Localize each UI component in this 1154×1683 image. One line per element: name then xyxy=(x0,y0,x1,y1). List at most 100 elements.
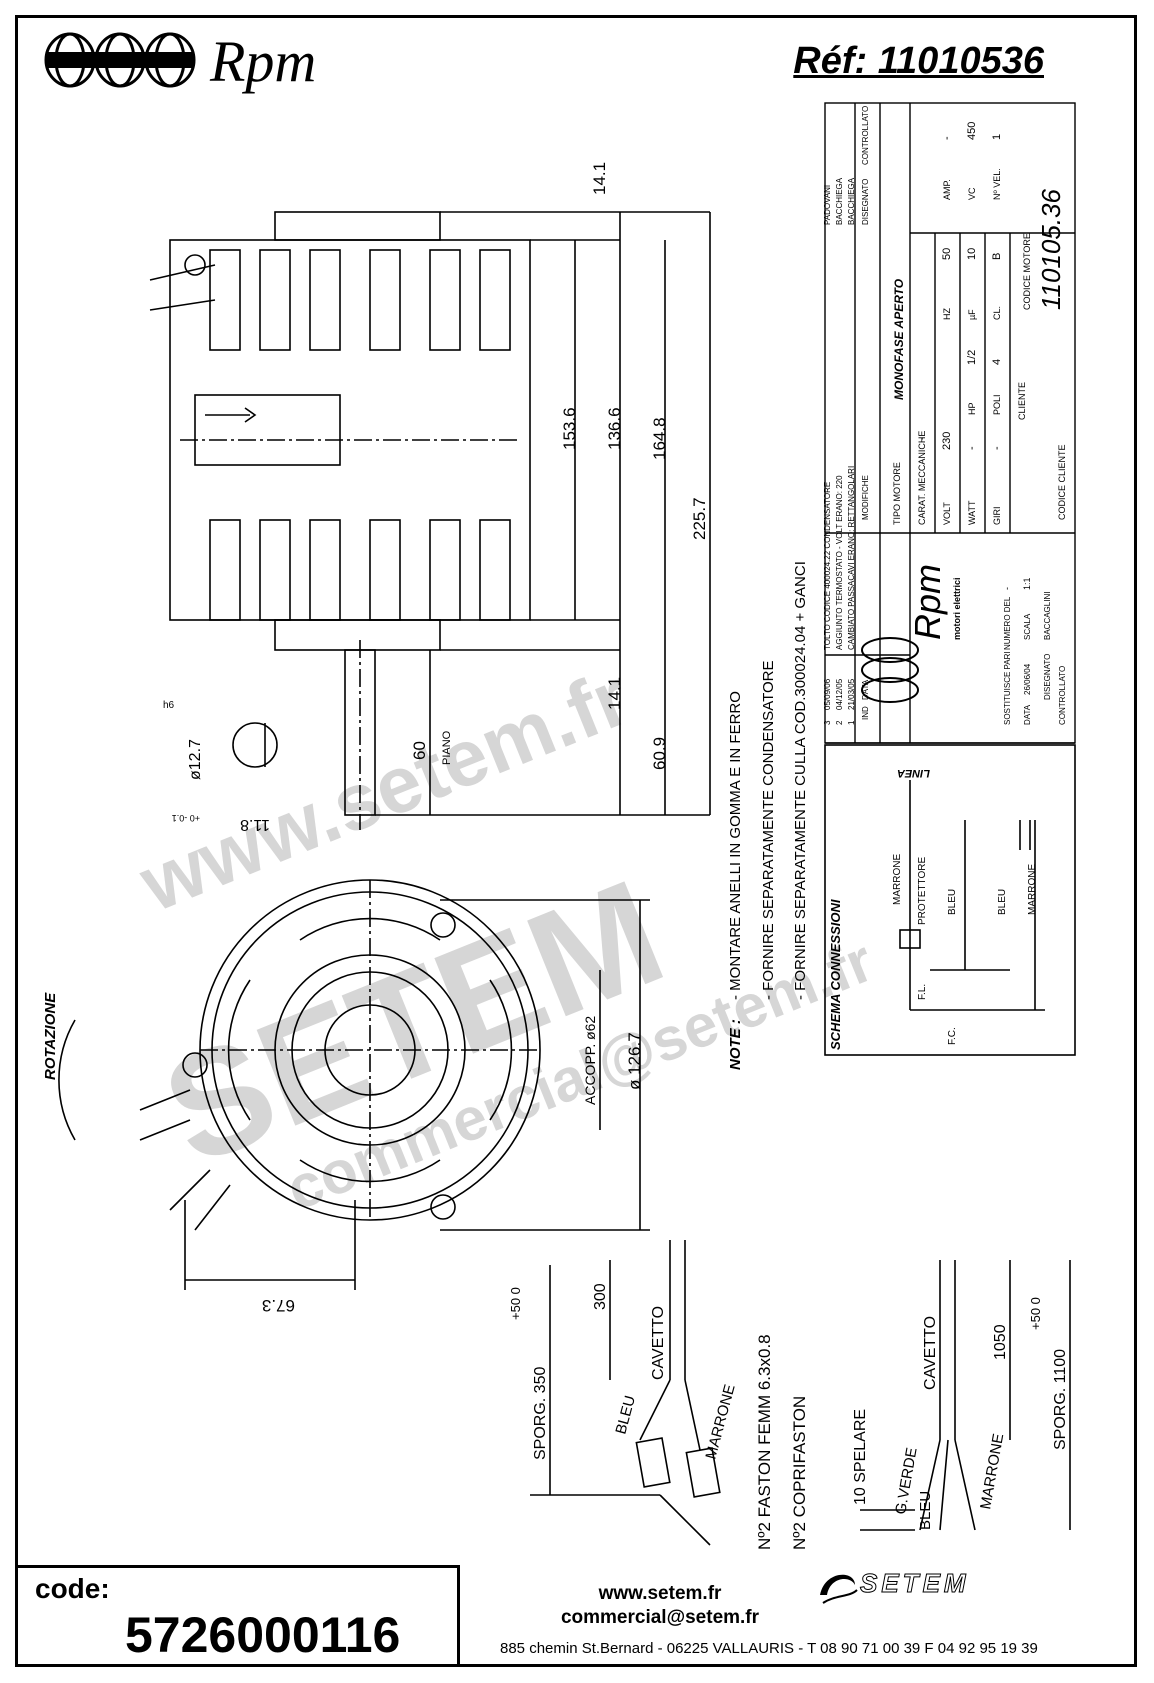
amp-value: - xyxy=(941,136,953,140)
dim-225-7: 225.7 xyxy=(690,497,709,540)
hp-label: HP xyxy=(967,402,977,415)
rotation-label: ROTAZIONE xyxy=(42,992,59,1080)
watt-value: - xyxy=(966,446,978,450)
drawing-sheet xyxy=(15,15,1137,1667)
dim-top-14-1: 14.1 xyxy=(590,162,609,195)
dim-bottom-14-1: 14.1 xyxy=(605,677,624,710)
rev-head-data: DATA xyxy=(861,679,870,700)
footer-web-link[interactable]: www.setem.fr xyxy=(598,1583,722,1604)
shaft-fit: h6 xyxy=(163,700,175,711)
volt-label: VOLT xyxy=(942,502,952,525)
reference-number: Réf: 11010536 xyxy=(793,40,1044,82)
scala-label: SCALA xyxy=(1023,613,1032,640)
giri-label: GIRI xyxy=(992,506,1002,525)
sost-label: SOSTITUISCE PARI xyxy=(1003,651,1012,725)
right-bleu: BLEU xyxy=(917,1491,934,1530)
code-box: code: 5726000116 xyxy=(15,1565,460,1667)
cl-value: B xyxy=(991,253,1003,260)
rev-head-dis: DISEGNATO xyxy=(861,179,870,225)
cl-label: CL. xyxy=(992,306,1002,320)
footer-address: 885 chemin St.Bernard - 06225 VALLAURIS … xyxy=(500,1640,1038,1657)
dim-153-6: 153.6 xyxy=(560,407,579,450)
piano-label: PIANO xyxy=(441,730,453,765)
left-sporg: SPORG. 350 xyxy=(532,1367,549,1460)
rev-2-data: 04/12/05 xyxy=(835,678,844,710)
left-faston: Nº2 FASTON FEMM 6.3x0.8 xyxy=(755,1334,774,1550)
rev-3-by: PADOVANI xyxy=(823,185,832,225)
cod-motore-label: CODICE MOTORE xyxy=(1022,233,1032,310)
rev-2-ind: 2 xyxy=(835,720,844,725)
schema-bleu-2: BLEU xyxy=(997,889,1008,915)
right-sporg: SPORG. 1100 xyxy=(1052,1349,1069,1450)
title-coil-icon xyxy=(861,637,919,703)
contact-block: www.setem.fr commercial@setem.fr xyxy=(540,1582,780,1630)
nvel-value: 1 xyxy=(991,134,1003,140)
poli-value: 4 xyxy=(991,359,1003,365)
left-bleu: BLEU xyxy=(612,1394,639,1436)
rev-head-ind: IND xyxy=(861,706,870,720)
uf-label: µF xyxy=(967,309,977,320)
code-label: code: xyxy=(35,1573,110,1604)
dim-60: 60 xyxy=(410,741,429,760)
volt-value: 230 xyxy=(941,432,953,450)
motor-body-side xyxy=(169,239,531,621)
cod-cliente-label: CODICE CLIENTE xyxy=(1057,444,1067,520)
right-spelare: 10 SPELARE xyxy=(852,1409,869,1505)
rev-3-ind: 3 xyxy=(823,720,832,725)
schema-fc: F.C. xyxy=(947,1027,958,1045)
numero-value: - xyxy=(1002,587,1012,590)
title-rpm-sub: motori elettrici xyxy=(952,577,962,640)
disegnato-value: BACCAGLINI xyxy=(1043,592,1052,640)
cliente-label: CLIENTE xyxy=(1017,382,1027,420)
rev-1-ind: 1 xyxy=(847,720,856,725)
accopp-dim: ACCOPP. ø62 xyxy=(582,1016,598,1105)
vc-value: 450 xyxy=(966,122,978,140)
data-value: 26/06/04 xyxy=(1023,663,1032,695)
title-rpm-logo: Rpm xyxy=(907,564,948,640)
cod-motore-value: 110105.36 xyxy=(1036,188,1066,310)
tipo-label: TIPO MOTORE xyxy=(892,462,902,525)
dim-136-6: 136.6 xyxy=(605,407,624,450)
nvel-label: Nº VEL. xyxy=(992,168,1002,200)
giri-value: - xyxy=(991,446,1003,450)
note-line-3: - FORNIRE SEPARATAMENTE CULLA COD.300024… xyxy=(792,561,809,1000)
rev-head-mod: MODIFICHE xyxy=(861,475,870,520)
vc-label: VC xyxy=(967,187,977,200)
right-marrone: MARRONE xyxy=(977,1432,1007,1510)
rpm-coil-logo-icon xyxy=(44,32,196,88)
watt-label: WATT xyxy=(967,500,977,525)
setem-swoosh-icon xyxy=(820,1574,858,1604)
dim-164-8: 164.8 xyxy=(650,417,669,460)
schema-protettore: PROTETTORE xyxy=(917,857,928,925)
right-1050: 1050 xyxy=(992,1324,1009,1360)
left-cavetto: CAVETTO xyxy=(650,1306,667,1380)
front-width: 67.3 xyxy=(262,1296,295,1315)
controllato-label: CONTROLLATO xyxy=(1058,666,1067,725)
schema-linea: LINEA xyxy=(897,767,930,779)
scala-value: 1:1 xyxy=(1022,577,1032,590)
disegnato-label: DISEGNATO xyxy=(1043,654,1052,700)
rev-2-text: AGGIUNTO TERMOSTATO - VOLT ERANO: 220 xyxy=(835,475,844,650)
left-coprifaston: Nº2 COPRIFASTON xyxy=(790,1396,809,1550)
rev-2-by: BACCHIEGA xyxy=(835,177,844,225)
right-sporg-tol: +50 0 xyxy=(1028,1297,1043,1330)
schema-bleu-1: BLEU xyxy=(947,889,958,915)
shaft-diameter: ø12.7 xyxy=(187,739,204,780)
hz-value: 50 xyxy=(941,248,953,260)
left-marrone: MARRONE xyxy=(702,1383,738,1461)
rev-head-con: CONTROLLATO xyxy=(861,106,870,165)
amp-label: AMP. xyxy=(942,179,952,200)
schema-marrone-2: MARRONE xyxy=(1027,864,1038,915)
hz-label: HZ xyxy=(942,308,952,320)
left-sporg-tol: +50 0 xyxy=(508,1287,523,1320)
schema-fl: F.L. xyxy=(917,984,928,1000)
note-line-1: - MONTARE ANELLI IN GOMMA E IN FERRO xyxy=(727,691,744,1000)
setem-logo: SETEM xyxy=(860,1568,970,1599)
notes-title: NOTE : xyxy=(727,1019,744,1070)
poli-label: POLI xyxy=(992,394,1002,415)
carat-label: CARAT. MECCANICHE xyxy=(917,431,927,525)
footer-mail-link[interactable]: commercial@setem.fr xyxy=(560,1607,760,1628)
dim-60-9: 60.9 xyxy=(650,737,669,770)
code-value: 5726000116 xyxy=(125,1607,401,1663)
